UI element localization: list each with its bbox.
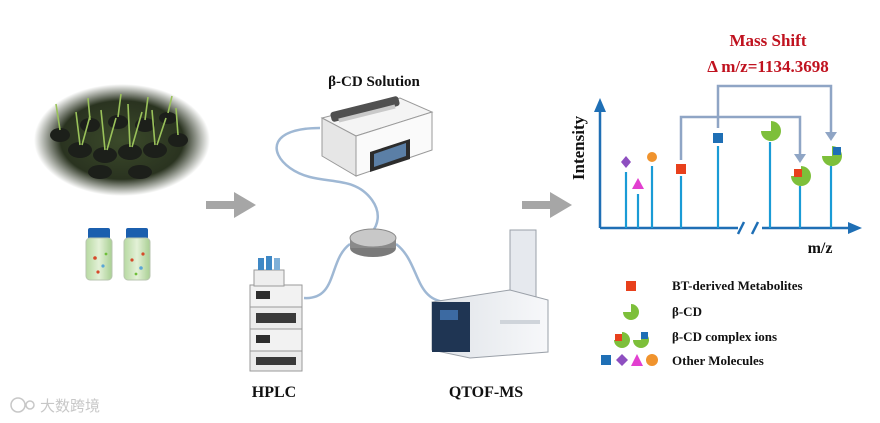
watermark: 大数跨境 — [10, 397, 100, 415]
y-axis-label: Intensity — [569, 115, 588, 180]
legend-bt-icon — [626, 281, 636, 291]
flow-arrow-left — [206, 192, 256, 218]
legend-cd-icon — [623, 304, 639, 320]
spectrum-axes — [594, 98, 862, 235]
other-square-marker — [713, 133, 723, 143]
connector-arrowheads — [794, 132, 837, 163]
mass-shift-connectors — [679, 84, 833, 160]
hplc-label: HPLC — [252, 384, 296, 401]
legend: BT-derived Metabolites β-CD β-CD complex… — [601, 278, 803, 368]
hplc-instrument — [249, 256, 303, 372]
legend-other-icons — [601, 354, 658, 366]
syringe-pump — [320, 96, 434, 177]
complex-marker-2 — [822, 146, 842, 166]
legend-complex-label: β-CD complex ions — [672, 329, 777, 344]
legend-cd-label: β-CD — [672, 304, 702, 319]
sample-vial-left — [85, 228, 113, 281]
sample-vial-right — [123, 228, 151, 281]
complex-marker-1 — [791, 166, 811, 186]
other-diamond-marker — [621, 156, 631, 168]
watermark-text: 大数跨境 — [40, 397, 100, 415]
cd-marker — [761, 121, 781, 141]
legend-other-label: Other Molecules — [672, 353, 764, 368]
bt-metabolite-marker — [676, 164, 686, 174]
plant-photo — [34, 84, 210, 196]
tubing — [275, 126, 447, 304]
x-axis-label: m/z — [808, 240, 833, 257]
mixing-tee — [349, 228, 397, 257]
qtof-label: QTOF-MS — [449, 384, 523, 401]
legend-complex-icon — [614, 332, 649, 348]
peak-markers — [621, 121, 842, 189]
flow-arrow-right — [522, 192, 572, 218]
mass-shift-title: Mass Shift — [730, 31, 807, 50]
spectrum-peaks — [624, 142, 833, 228]
syringe-label: β-CD Solution — [328, 74, 420, 90]
qtof-ms-instrument — [431, 229, 549, 359]
other-circle-marker — [647, 152, 657, 162]
legend-bt-label: BT-derived Metabolites — [672, 278, 803, 293]
other-triangle-marker — [632, 178, 644, 189]
mass-shift-value: Δ m/z=1134.3698 — [707, 57, 828, 76]
